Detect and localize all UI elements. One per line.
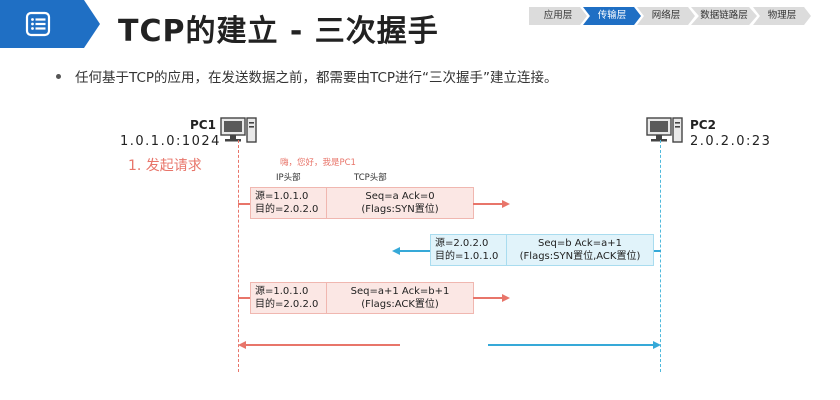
data-arrow-left-line [246, 344, 400, 346]
pc1-name: PC1 [190, 118, 216, 132]
ip-header-caption: IP头部 [276, 173, 301, 183]
pc2-name: PC2 [690, 118, 716, 132]
layer-transport[interactable]: 传输层 [583, 7, 641, 25]
document-list-icon [25, 11, 51, 37]
tcp-flags: (Flags:SYN置位) [361, 204, 439, 215]
bullet-text: 任何基于TCP的应用，在发送数据之前，都需要由TCP进行“三次握手”建立连接。 [75, 70, 558, 86]
synack-arrow-head [392, 247, 400, 255]
greeting-note: 嗨，您好，我是PC1 [280, 158, 356, 168]
ip-source: 源=1.0.1.0 [255, 286, 309, 297]
logo-block [0, 0, 84, 48]
ip-destination: 目的=2.0.2.0 [255, 299, 319, 310]
tcp-header-caption: TCP头部 [354, 173, 387, 183]
layer-datalink[interactable]: 数据链路层 [691, 7, 757, 25]
ip-header: 源=1.0.1.0 目的=2.0.2.0 [251, 283, 328, 313]
tcp-header: Seq=a Ack=0 (Flags:SYN置位) [327, 188, 473, 218]
synack-arrow-line [400, 250, 430, 252]
tcp-header: Seq=a+1 Ack=b+1 (Flags:ACK置位) [327, 283, 473, 313]
tcp-header: Seq=b Ack=a+1 (Flags:SYN置位,ACK置位) [507, 235, 653, 265]
data-arrow-right-head [653, 341, 661, 349]
tcp-seq-ack: Seq=a Ack=0 [365, 191, 435, 202]
computer-icon [220, 117, 257, 143]
computer-icon [646, 117, 683, 143]
syn-arrow-line [473, 203, 503, 205]
tcp-flags: (Flags:ACK置位) [361, 299, 439, 310]
data-arrow-right-line [488, 344, 654, 346]
bullet-dot [56, 73, 61, 79]
bullet-point: 任何基于TCP的应用，在发送数据之前，都需要由TCP进行“三次握手”建立连接。 [56, 66, 558, 86]
ack-arrow-tail [238, 297, 250, 299]
pc1-address: 1.0.1.0:1024 [120, 134, 221, 149]
layer-application[interactable]: 应用层 [529, 7, 587, 25]
synack-packet: 源=2.0.2.0 目的=1.0.1.0 Seq=b Ack=a+1 (Flag… [430, 234, 654, 266]
ip-source: 源=2.0.2.0 [435, 238, 489, 249]
layer-physical[interactable]: 物理层 [753, 7, 811, 25]
syn-arrow-tail [238, 203, 250, 205]
pc1-timeline [238, 140, 239, 372]
ip-header: 源=2.0.2.0 目的=1.0.1.0 [431, 235, 508, 265]
layer-breadcrumb: 应用层 传输层 网络层 数据链路层 物理层 [529, 7, 811, 25]
ack-arrow-head [502, 294, 510, 302]
syn-arrow-head [502, 200, 510, 208]
ip-destination: 目的=2.0.2.0 [255, 204, 319, 215]
ip-header: 源=1.0.1.0 目的=2.0.2.0 [251, 188, 328, 218]
pc2-address: 2.0.2.0:23 [690, 134, 772, 149]
ip-source: 源=1.0.1.0 [255, 191, 309, 202]
tcp-seq-ack: Seq=a+1 Ack=b+1 [350, 286, 450, 297]
pc2-timeline [660, 140, 661, 372]
logo-chevron [84, 0, 100, 48]
ack-arrow-line [473, 297, 503, 299]
syn-packet: 源=1.0.1.0 目的=2.0.2.0 Seq=a Ack=0 (Flags:… [250, 187, 474, 219]
tcp-seq-ack: Seq=b Ack=a+1 [538, 238, 622, 249]
synack-arrow-tail [654, 250, 661, 252]
ip-destination: 目的=1.0.1.0 [435, 251, 499, 262]
layer-network[interactable]: 网络层 [637, 7, 695, 25]
page-title: TCP的建立 - 三次握手 [118, 14, 439, 49]
step-label: 1. 发起请求 [128, 158, 202, 174]
tcp-flags: (Flags:SYN置位,ACK置位) [519, 251, 641, 262]
data-arrow-left-head [238, 341, 246, 349]
ack-packet: 源=1.0.1.0 目的=2.0.2.0 Seq=a+1 Ack=b+1 (Fl… [250, 282, 474, 314]
